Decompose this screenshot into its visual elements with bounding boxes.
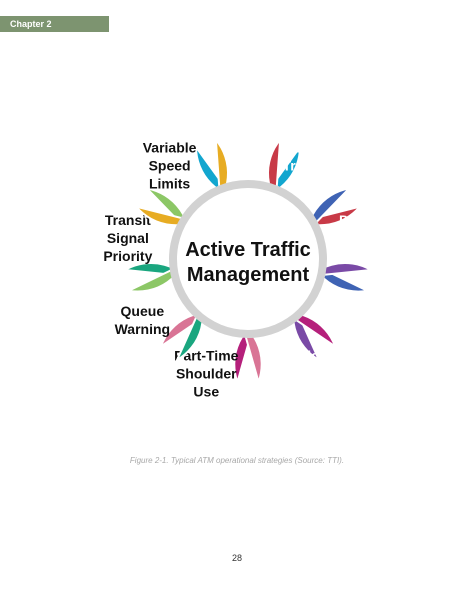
- petal-label-line: Warning: [115, 321, 170, 337]
- petal-label-line: Dynamic: [339, 212, 398, 228]
- petal-label-line: Speed: [149, 158, 191, 174]
- petal-label-line: Junction: [339, 230, 397, 246]
- chapter-tab: Chapter 2: [0, 16, 109, 32]
- figure-caption: Figure 2-1. Typical ATM operational stra…: [129, 456, 345, 465]
- petal-label-line: Control: [265, 384, 315, 400]
- petal-label-line: Signal: [107, 230, 149, 246]
- petal-label-line: Queue: [121, 303, 165, 319]
- petal-label-line: Lane: [337, 312, 370, 328]
- petal-label-line: Dynamic: [324, 294, 383, 310]
- petal-label-line: Use: [193, 384, 219, 400]
- petal-label-line: Traffic Signal: [282, 158, 370, 174]
- petal-label-line: Adaptive: [218, 111, 277, 127]
- petal-label-line: Limits: [149, 176, 190, 192]
- petal-label-line: Part-Time: [174, 348, 239, 364]
- hub-title-line2: Management: [187, 264, 310, 286]
- petal-label-line: Reversal: [324, 330, 382, 346]
- petal-label-line: Variable: [143, 140, 197, 156]
- petal-label-line: Control: [302, 176, 352, 192]
- petal-label-line: Dynamic: [261, 348, 320, 364]
- petal-label-line: Metering: [219, 147, 277, 163]
- petal-label-line: Adaptive: [297, 140, 356, 156]
- petal-label-line: Priority: [103, 248, 152, 264]
- page-number: 28: [231, 553, 242, 563]
- petal-label-line: Lane Use: [259, 366, 321, 382]
- petal-label-line: Control: [343, 248, 393, 264]
- petal-label-line: Ramp: [229, 129, 268, 145]
- hub-center: [177, 188, 319, 330]
- petal-label-line: Shoulder: [176, 366, 237, 382]
- hub-title-line1: Active Traffic: [185, 239, 311, 261]
- petal-label-line: Transit: [105, 212, 151, 228]
